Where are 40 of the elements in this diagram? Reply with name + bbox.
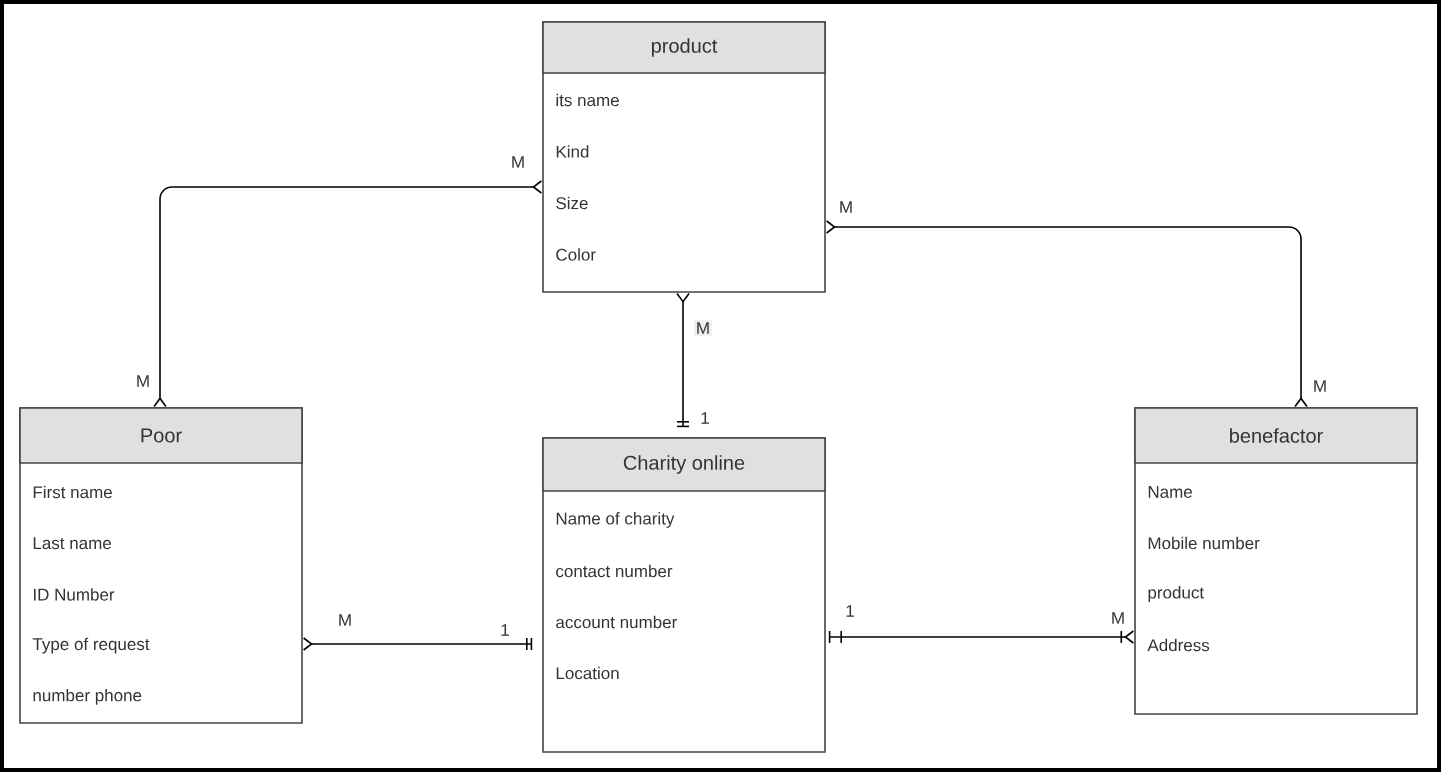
cardinality-label: M — [512, 156, 524, 168]
attribute-text: First name — [33, 485, 112, 499]
cardinality-label: M — [1314, 380, 1326, 392]
relationship-line — [153, 180, 543, 408]
attribute-text: contact number — [556, 564, 673, 578]
attribute-text: Name — [1148, 486, 1192, 498]
entity-title: benefactor — [1230, 428, 1323, 443]
entity-title: Charity online — [623, 455, 745, 474]
cardinality-label: 1 — [701, 412, 709, 424]
entity-table — [1134, 407, 1418, 715]
entity-table — [542, 21, 826, 293]
attribute-text: account number — [556, 615, 677, 629]
cardinality-label: M — [693, 320, 713, 336]
attribute-text: Address — [1147, 638, 1210, 652]
entity-title: Poor — [141, 428, 182, 443]
attribute-text: its name — [556, 93, 619, 107]
cardinality-label: 1 — [846, 605, 854, 617]
entity-title: product — [651, 38, 718, 57]
cardinality-label: 1 — [501, 624, 509, 636]
cardinality-label: M — [1112, 612, 1124, 624]
attribute-text: Kind — [556, 145, 589, 158]
relationship-line — [828, 630, 1135, 644]
cardinality-label: M — [137, 375, 149, 387]
relationship-line — [825, 220, 1308, 408]
attribute-text: Name of charity — [556, 512, 675, 528]
attribute-text: Color — [556, 248, 596, 261]
relationship-line — [676, 292, 690, 428]
cardinality-label: M — [339, 614, 351, 626]
attribute-text: Location — [556, 666, 619, 680]
attribute-text: number phone — [33, 688, 142, 705]
entity-table — [542, 437, 826, 753]
attribute-text: product — [1148, 586, 1204, 602]
cardinality-label: M — [840, 201, 852, 213]
entity-table — [19, 407, 303, 724]
attribute-text: Size — [556, 196, 588, 210]
attribute-text: ID Number — [33, 588, 115, 601]
attribute-text: Type of request — [32, 637, 150, 654]
attribute-text: Mobile number — [1148, 536, 1260, 550]
attribute-text: Last name — [33, 537, 111, 550]
relationship-line — [302, 637, 533, 651]
